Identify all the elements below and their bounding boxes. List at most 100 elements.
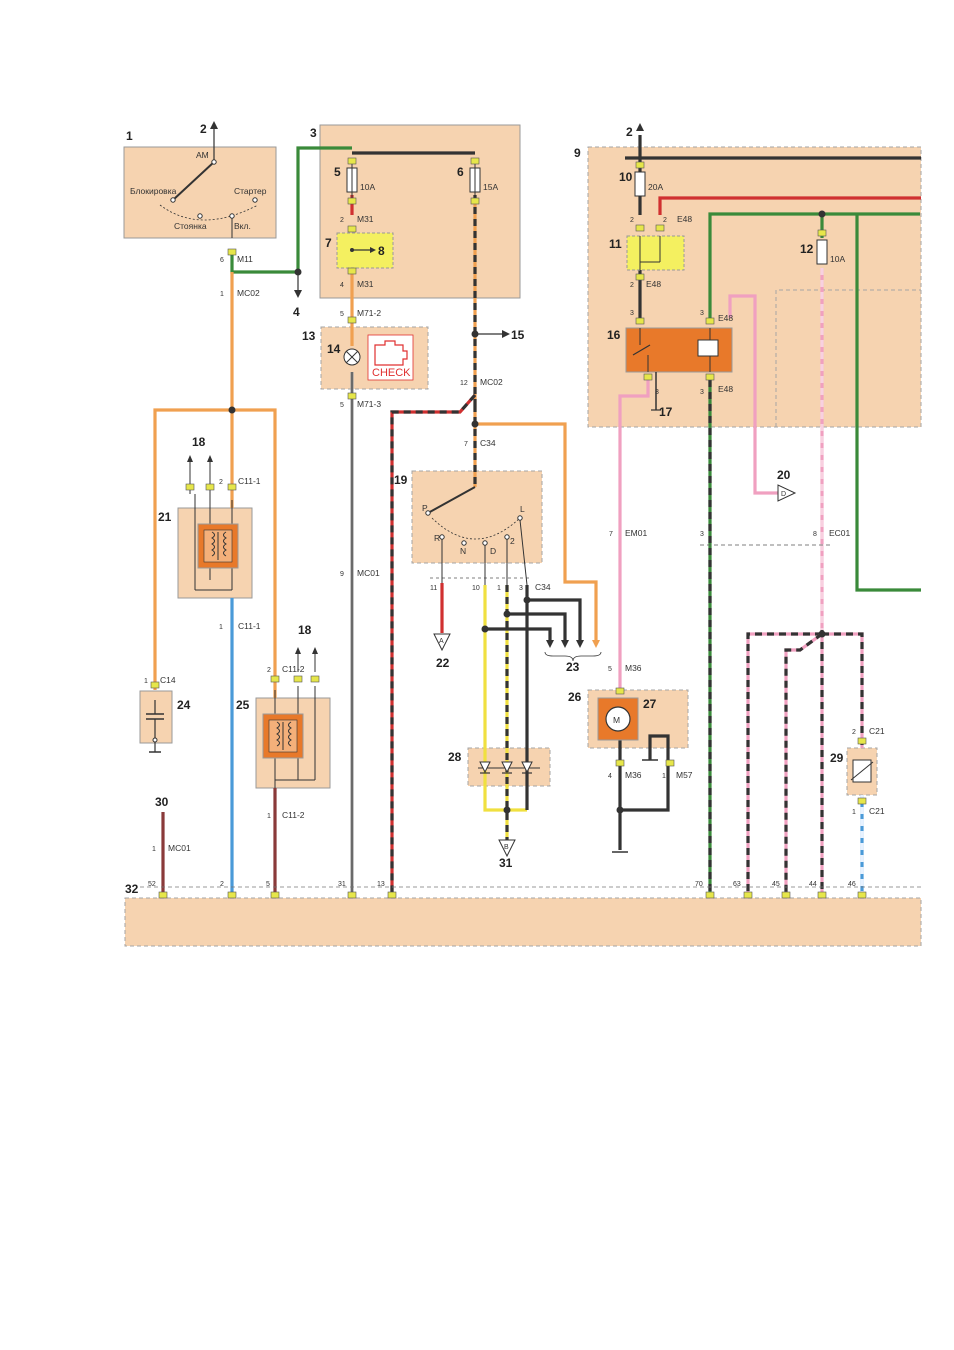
- pin-e48b: 2: [630, 282, 634, 289]
- red-black-wire-base: [390, 393, 477, 892]
- label-m713: M71-3: [357, 399, 381, 409]
- label-c21b: C21: [869, 806, 885, 816]
- callout-11: 11: [609, 237, 622, 251]
- label-e48d: E48: [718, 384, 733, 394]
- red-wire-e48: [658, 196, 921, 215]
- ignition-starter-label: Стартер: [234, 186, 267, 196]
- green-wire-right: [855, 214, 921, 592]
- callout-27: 27: [643, 697, 657, 711]
- orange-wire-to-23: [475, 422, 598, 640]
- pink-black-branch-c-base: [784, 632, 823, 892]
- callout-10: 10: [619, 170, 633, 184]
- callout-7: 7: [325, 236, 332, 250]
- label-c111a: C11-1: [238, 476, 261, 486]
- arrows-to-23: [544, 640, 602, 662]
- black-wire-to-23c: [485, 627, 552, 640]
- arrow-up-2-box9-icon: [636, 123, 644, 131]
- pink-black-branch-c-dash: [784, 632, 823, 892]
- bottom-pin-45: 45: [772, 881, 780, 888]
- bottom-pin-46: 46: [848, 881, 856, 888]
- offpage-a-label: A: [439, 638, 444, 645]
- pin-e48d-2: 3: [700, 389, 704, 396]
- label-m712: M71-2: [357, 308, 381, 318]
- label-ec01: EC01: [829, 528, 851, 538]
- callout-3: 3: [310, 126, 317, 140]
- callout-1: 1: [126, 129, 133, 143]
- ignition-park-label: Стоянка: [174, 221, 207, 231]
- callout-32: 32: [125, 882, 139, 896]
- fuse-5-rating: 10A: [360, 182, 375, 192]
- label-m36a: M36: [625, 663, 642, 673]
- pin-c34-11: 11: [430, 585, 437, 592]
- fuse-5-icon: [346, 160, 358, 200]
- pin-c34a: 7: [464, 441, 468, 448]
- pin-e48a-2: 2: [663, 217, 667, 224]
- pin-c21a: 2: [852, 729, 856, 736]
- black-wire-to-23a: [527, 598, 582, 640]
- label-c112a: C11-2: [282, 664, 305, 674]
- label-e48b: E48: [646, 279, 661, 289]
- pin-em01: 7: [609, 531, 613, 538]
- capacitor-icon: [146, 700, 164, 753]
- label-mc01a: MC01: [357, 568, 380, 578]
- callout-9: 9: [574, 146, 581, 160]
- offpage-d-label: D: [781, 491, 786, 498]
- callout-18b: 18: [298, 623, 312, 637]
- black-wire-m57: [620, 734, 670, 812]
- check-engine-label: CHECK: [372, 367, 411, 379]
- arrow-to-4-icon: [294, 290, 302, 298]
- pin-mc01b: 1: [152, 846, 156, 853]
- pink-black-branch-b-dash: [746, 632, 822, 892]
- pin-m31b: 4: [340, 282, 344, 289]
- callout-29: 29: [830, 751, 844, 765]
- callout-19: 19: [394, 473, 408, 487]
- callout-20: 20: [777, 468, 791, 482]
- green-wire-box9: [708, 212, 920, 318]
- motor-icon: [605, 706, 631, 732]
- check-engine-icon: [367, 334, 414, 381]
- pin-m11: 6: [220, 257, 224, 264]
- pin-c34-10: 10: [472, 585, 480, 592]
- callout-12: 12: [800, 242, 814, 256]
- pin-m36b: 4: [608, 773, 612, 780]
- fuse-10-rating: 20A: [648, 182, 663, 192]
- fuse-12-rating: 10A: [830, 254, 845, 264]
- pin-m712: 5: [340, 311, 344, 318]
- label-mc02a: MC02: [237, 288, 260, 298]
- relay-16-coil-icon: [697, 339, 719, 357]
- offpage-d-icon: [777, 484, 797, 502]
- pink-wire-em01: [618, 380, 650, 690]
- pin-c112a: 2: [267, 667, 271, 674]
- callout-28: 28: [448, 750, 462, 764]
- label-m57: M57: [676, 770, 693, 780]
- offpage-a-icon: [433, 633, 451, 652]
- orange-wire-left-branch: [153, 408, 232, 690]
- pin-c34-1: 1: [497, 585, 501, 592]
- label-mc01b: MC01: [168, 843, 191, 853]
- pin-mc02a: 1: [220, 291, 224, 298]
- callout-2a: 2: [200, 122, 207, 136]
- pin-e48a-1: 2: [630, 217, 634, 224]
- pin-e48c-1: 3: [630, 310, 634, 317]
- callout-23: 23: [566, 660, 580, 674]
- label-e48a: E48: [677, 214, 692, 224]
- label-c21a: C21: [869, 726, 885, 736]
- pin-c21b: 1: [852, 809, 856, 816]
- callout-14: 14: [327, 342, 341, 356]
- callout-8: 8: [378, 244, 385, 258]
- label-m36b: M36: [625, 770, 642, 780]
- fuse-10-icon: [634, 171, 646, 197]
- callout-24: 24: [177, 698, 191, 712]
- diode-icons: [478, 761, 540, 774]
- ignition-am-label: AM: [196, 150, 209, 160]
- bottom-pin-13: 13: [377, 881, 385, 888]
- temperature-sensor-icon: [850, 759, 874, 783]
- label-c34a: C34: [480, 438, 496, 448]
- ignition-switch-box: [123, 146, 277, 239]
- bottom-pin-5: 5: [266, 881, 270, 888]
- selector-R: R: [434, 533, 440, 543]
- orange-wire-right-branch: [232, 408, 277, 698]
- fuse-12-icon: [816, 239, 828, 265]
- solenoid-21-icon: [187, 455, 239, 591]
